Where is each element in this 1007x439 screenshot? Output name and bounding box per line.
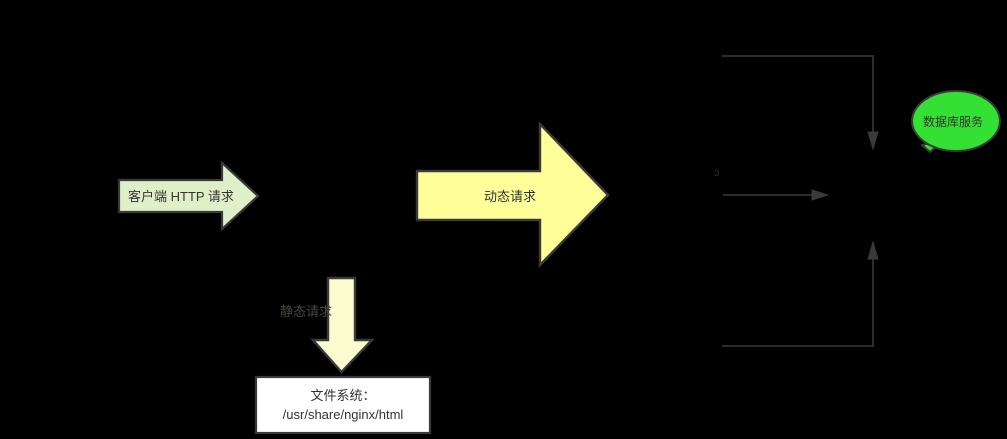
middle-forward-connector-arrowhead-icon <box>811 189 830 201</box>
database-bubble-shape <box>911 90 1001 152</box>
database-bubble-label: 数据库服务 <box>923 115 984 129</box>
top-feedback-connector <box>722 55 879 151</box>
bottom-feedback-connector <box>722 240 879 347</box>
top-feedback-connector-line <box>722 55 874 138</box>
database-bubble[interactable] <box>911 90 1001 153</box>
dynamic-request-arrow-label: 动态请求 <box>484 189 537 204</box>
bottom-feedback-connector-arrowhead-icon <box>867 240 879 260</box>
filesystem-box-label-line1: 文件系统： <box>310 388 376 403</box>
static-request-arrow-label: 静态请求 <box>280 304 333 319</box>
filesystem-box-label-line2: /usr/share/nginx/html <box>282 407 404 422</box>
client-request-arrow-shape <box>117 160 260 232</box>
filesystem-box[interactable] <box>254 375 432 435</box>
top-feedback-connector-arrowhead-icon <box>867 131 879 151</box>
client-request-arrow[interactable] <box>117 160 260 232</box>
static-request-arrow-shape <box>310 276 375 374</box>
middle-forward-connector <box>723 189 830 201</box>
clipped-glyph-label: ɔ <box>714 167 720 179</box>
dynamic-request-arrow[interactable] <box>415 121 610 268</box>
filesystem-box-shape <box>254 375 432 435</box>
bottom-feedback-connector-line <box>722 253 874 347</box>
client-request-arrow-label: 客户端 HTTP 请求 <box>128 189 234 204</box>
dynamic-request-arrow-shape <box>415 121 610 268</box>
connector-lines <box>722 55 879 347</box>
static-request-arrow[interactable] <box>310 276 375 374</box>
